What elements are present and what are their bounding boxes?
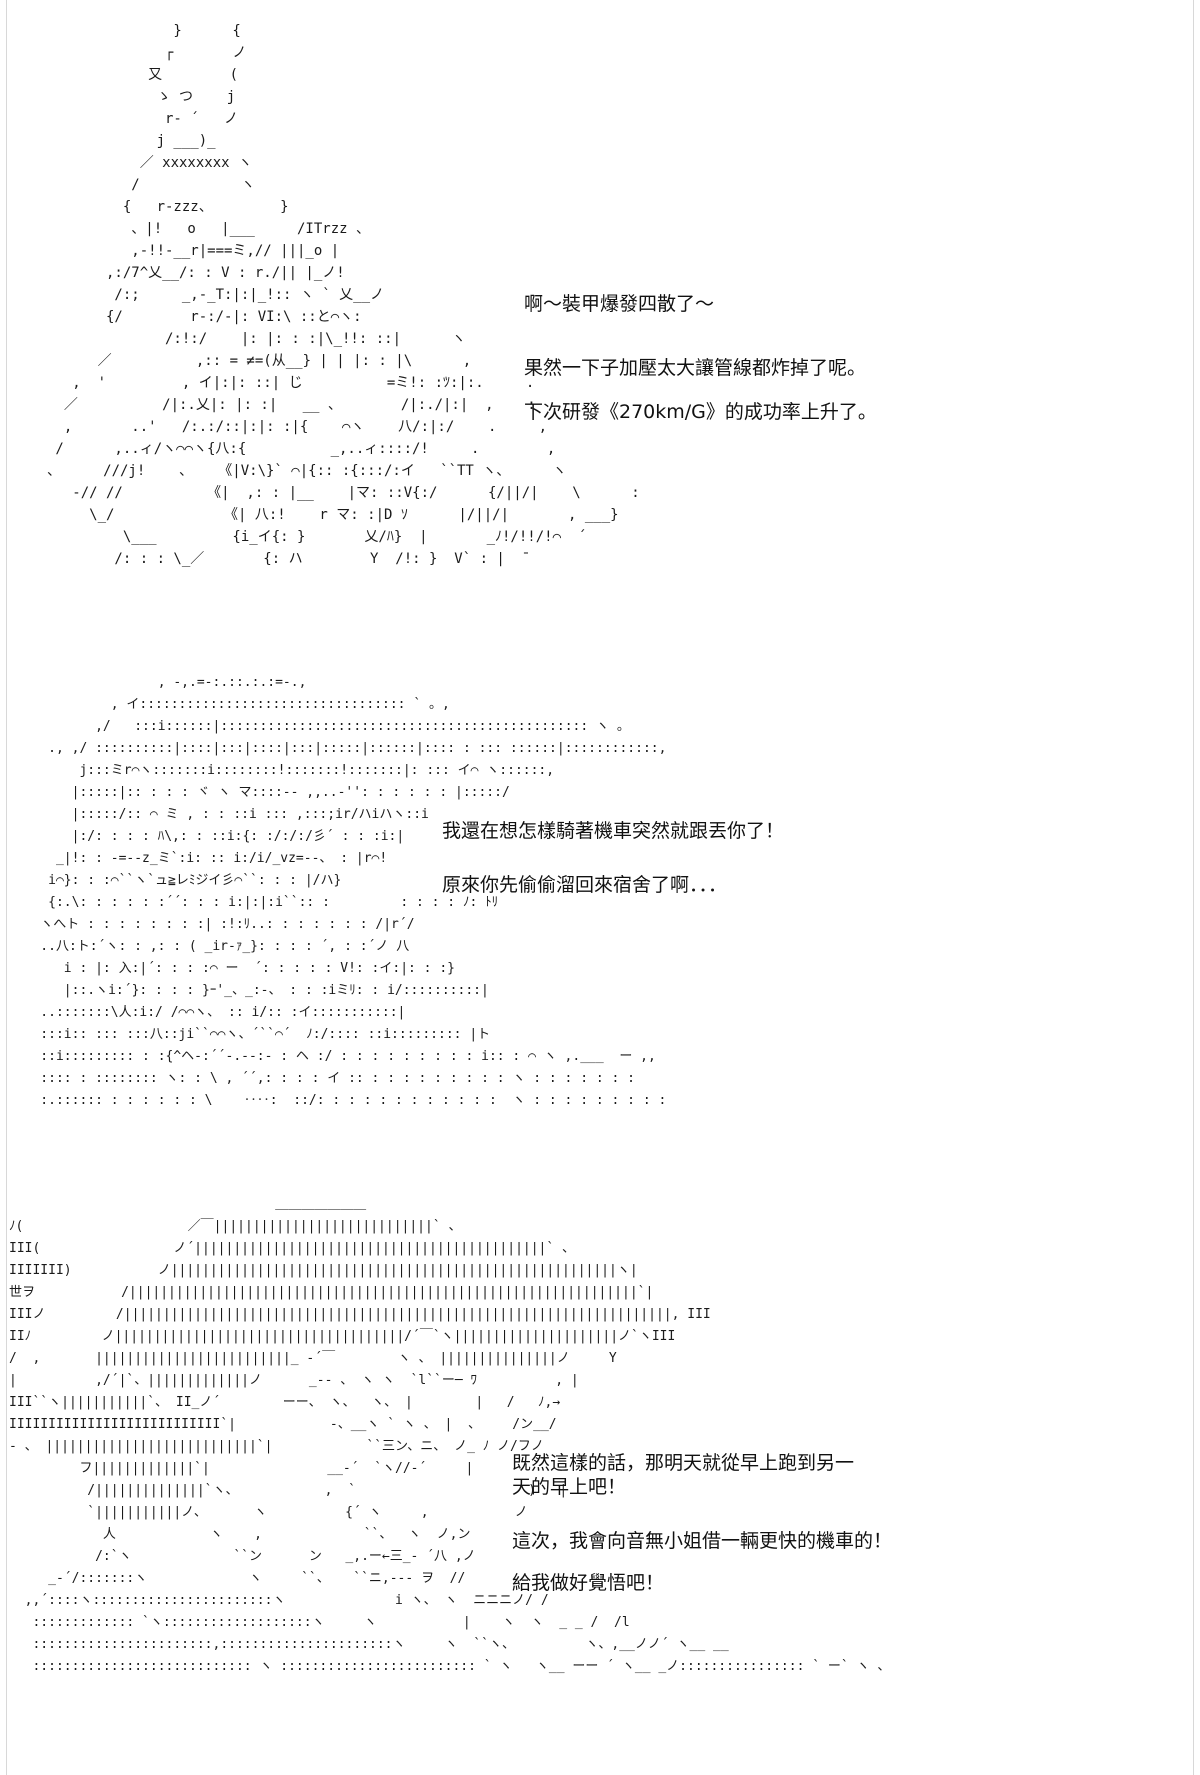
panel-armor-burst: } { ┌ ノ 又 ( ゝ つ j r‐ ´ ノ j ___)_ ／ xxxxx… — [7, 0, 1195, 660]
dialogue-line: 啊～裝甲爆發四散了～ — [524, 293, 715, 315]
dialogue-line: 果然一下子加壓太大讓管線都炸掉了呢。 — [524, 357, 867, 379]
dialogue-block: 既然這樣的話，那明天就從早上跑到另一 天的早上吧！ 這次，我會向音無小姐借一輛更… — [512, 1451, 892, 1595]
dialogue-line: 天的早上吧！ — [512, 1476, 627, 1498]
dialogue-line: 給我做好覺悟吧！ — [512, 1572, 665, 1594]
dialogue-line: 原來你先偷偷溜回來宿舍了啊．．． — [442, 874, 728, 896]
ascii-art-figure: ＿＿＿＿＿＿＿ ﾉ( ／￣|||||||||||||||||||||||||||… — [9, 1197, 891, 1674]
panel-challenge: ＿＿＿＿＿＿＿ ﾉ( ／￣|||||||||||||||||||||||||||… — [7, 1180, 1195, 1775]
ascii-art-figure: } { ┌ ノ 又 ( ゝ つ j r‐ ´ ノ j ___)_ ／ xxxxx… — [47, 23, 640, 567]
dialogue-block: 我還在想怎樣騎著機車突然就跟丟你了！ 原來你先偷偷溜回來宿舍了啊．．． — [442, 819, 784, 897]
panel-lost-you: , -,.=-:.::.:.:=-., , イ:::::::::::::::::… — [7, 660, 1195, 1180]
ascii-art-figure: , -,.=-:.::.:.:=-., , イ:::::::::::::::::… — [40, 675, 667, 1108]
dialogue-block: 啊～裝甲爆發四散了～ 果然一下子加壓太大讓管線都炸掉了呢。 下次研發《270km… — [524, 292, 877, 424]
dialogue-line: 我還在想怎樣騎著機車突然就跟丟你了！ — [442, 820, 785, 842]
dialogue-line: 這次，我會向音無小姐借一輛更快的機車的！ — [512, 1530, 893, 1552]
dialogue-line: 下次研發《270km/G》的成功率上升了。 — [524, 401, 877, 423]
dialogue-line: 既然這樣的話，那明天就從早上跑到另一 — [512, 1452, 855, 1474]
page: } { ┌ ノ 又 ( ゝ つ j r‐ ´ ノ j ___)_ ／ xxxxx… — [6, 0, 1194, 1775]
